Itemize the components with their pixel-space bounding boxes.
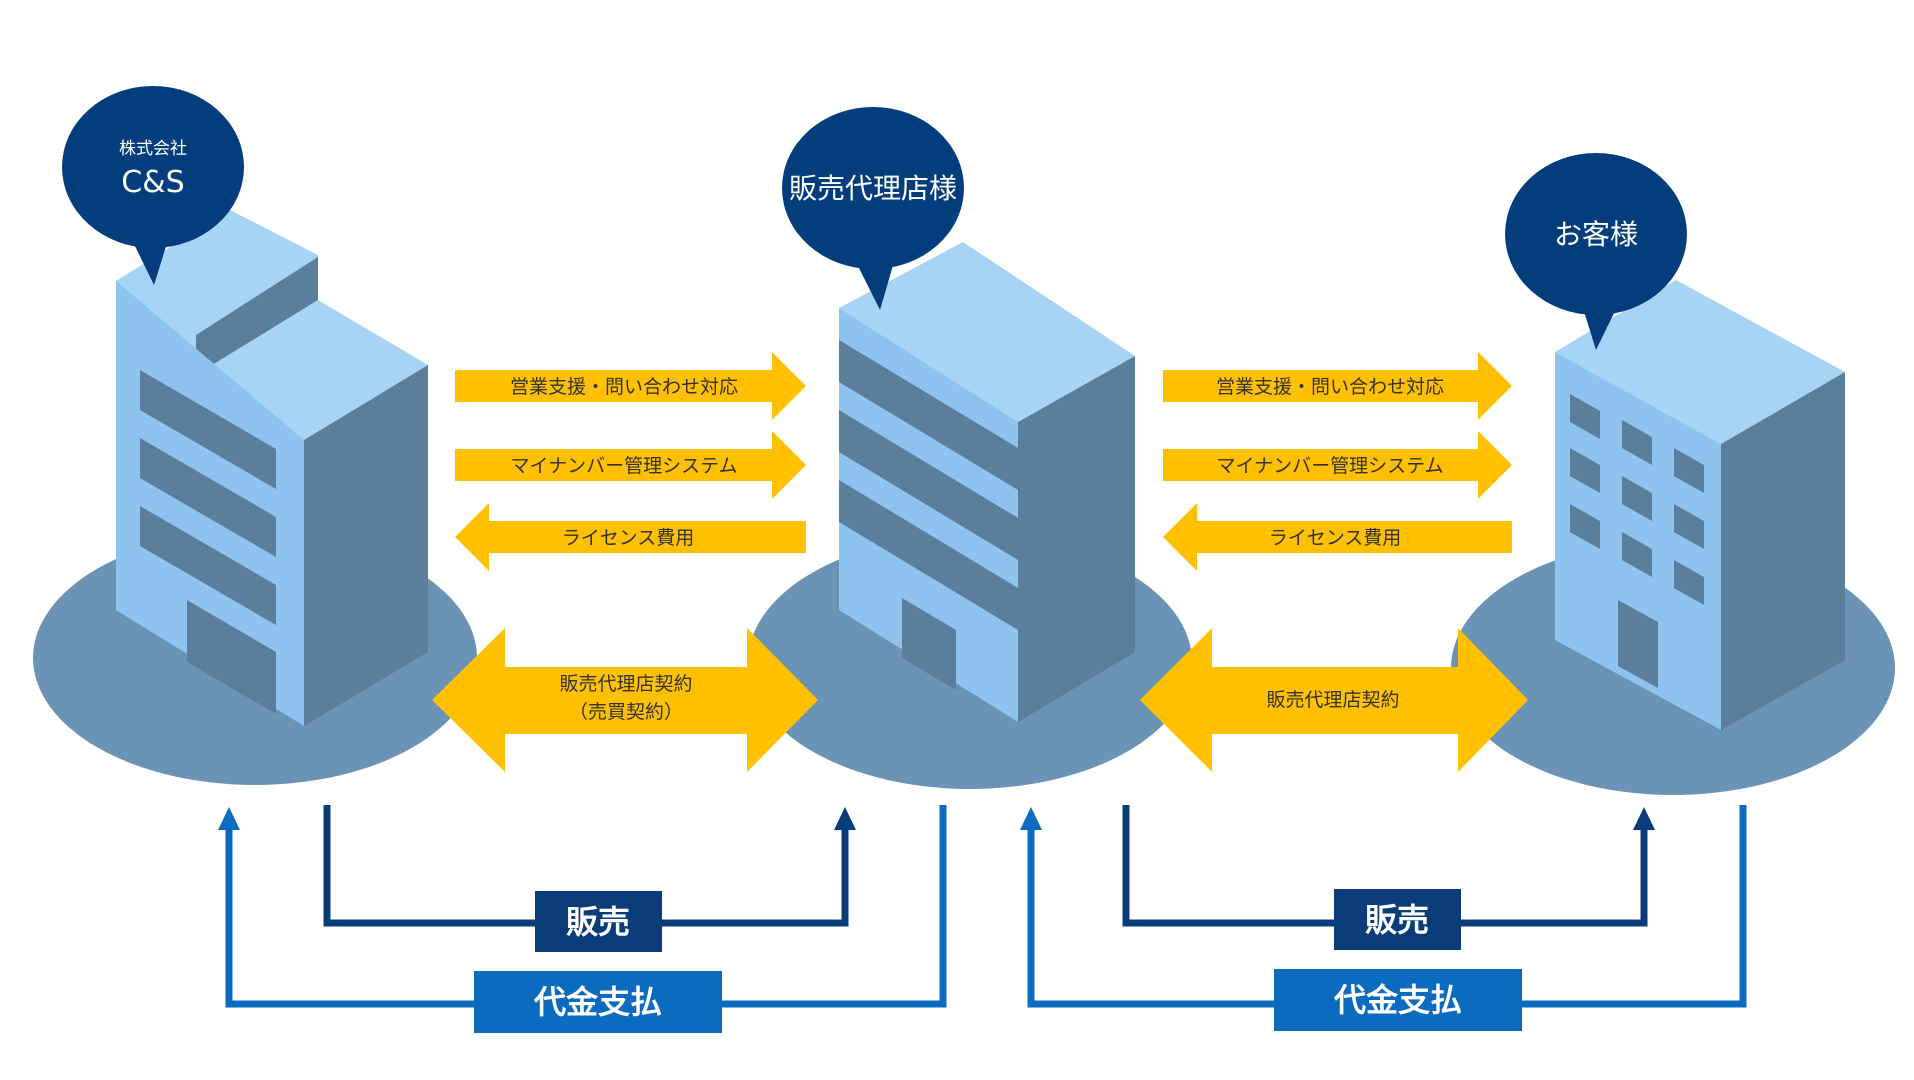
svg-text:（売買契約）: （売買契約） bbox=[569, 701, 683, 723]
building-left bbox=[116, 210, 428, 726]
bottom-left-sale-label: 販売 bbox=[566, 903, 630, 941]
svg-text:販売代理店契約: 販売代理店契約 bbox=[559, 673, 692, 695]
flow-left-fee-arrow: ライセンス費用 bbox=[455, 503, 806, 571]
svg-text:ライセンス費用: ライセンス費用 bbox=[1269, 527, 1402, 549]
building-center bbox=[839, 242, 1135, 722]
bottom-left-sale-flow: 販売 bbox=[323, 805, 856, 952]
flow-right-fee-arrow: ライセンス費用 bbox=[1163, 503, 1512, 571]
bubble-left-line1: 株式会社 bbox=[119, 139, 187, 159]
flow-right-support-arrow: 営業支援・問い合わせ対応 bbox=[1163, 352, 1512, 420]
flow-left-system-arrow: マイナンバー管理システム bbox=[455, 431, 806, 499]
bottom-right-sale-flow: 販売 bbox=[1122, 805, 1655, 950]
bottom-right-payment-label: 代金支払 bbox=[1333, 981, 1462, 1019]
building-right-windows bbox=[1570, 394, 1704, 688]
flow-right-system-arrow: マイナンバー管理システム bbox=[1163, 431, 1512, 499]
bubble-center: 販売代理店様 bbox=[782, 107, 964, 310]
flow-left-contract-arrow: 販売代理店契約 （売買契約） bbox=[432, 628, 818, 772]
svg-text:マイナンバー管理システム: マイナンバー管理システム bbox=[1216, 455, 1443, 477]
svg-text:営業支援・問い合わせ対応: 営業支援・問い合わせ対応 bbox=[1216, 376, 1444, 398]
svg-text:販売代理店契約: 販売代理店契約 bbox=[1266, 689, 1399, 711]
svg-text:営業支援・問い合わせ対応: 営業支援・問い合わせ対応 bbox=[510, 376, 738, 398]
bottom-left-payment-flow: 代金支払 bbox=[218, 805, 947, 1033]
flow-right-contract-arrow: 販売代理店契約 bbox=[1140, 628, 1528, 772]
svg-text:マイナンバー管理システム: マイナンバー管理システム bbox=[510, 455, 737, 477]
bottom-right-sale-label: 販売 bbox=[1365, 901, 1429, 939]
svg-text:ライセンス費用: ライセンス費用 bbox=[562, 527, 695, 549]
bubble-left-line2: C&S bbox=[121, 165, 184, 200]
building-right bbox=[1555, 280, 1845, 730]
bubble-center-label: 販売代理店様 bbox=[789, 172, 957, 205]
bubble-left: 株式会社 C&S bbox=[62, 86, 244, 285]
flow-left-support-arrow: 営業支援・問い合わせ対応 bbox=[455, 352, 806, 420]
bubble-right-label: お客様 bbox=[1554, 218, 1638, 251]
bottom-right-payment-flow: 代金支払 bbox=[1020, 805, 1747, 1031]
bottom-left-payment-label: 代金支払 bbox=[533, 983, 662, 1021]
bubble-right: お客様 bbox=[1505, 153, 1687, 350]
